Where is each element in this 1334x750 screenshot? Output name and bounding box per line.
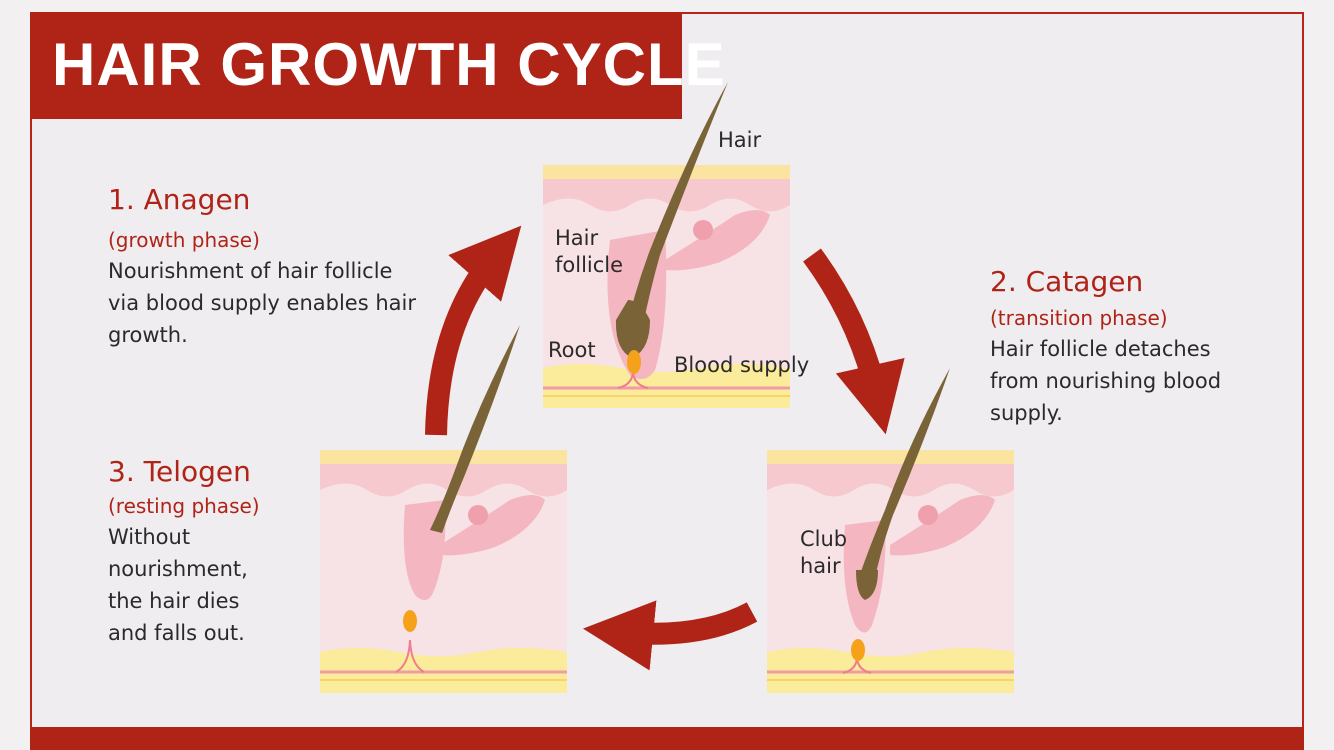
phase-subtitle: (transition phase) [990,306,1168,330]
blood-supply-icon [627,350,641,374]
phase-catagen: 2. Catagen (transition phase) Hair folli… [990,265,1230,429]
page-title: HAIR GROWTH CYCLE [52,31,726,98]
phase-description: Hair follicle detaches from nourishing b… [990,337,1222,425]
telogen-skin-panel [320,325,567,693]
label-hair: Hair [718,128,762,152]
phase-title: 1. Anagen [108,183,251,216]
label-root: Root [548,338,596,362]
phase-title: 3. Telogen [108,455,251,488]
arrow-catagen-to-telogen [582,600,758,671]
phase-title: 2. Catagen [990,265,1144,298]
anagen-skin-panel [543,82,790,408]
phase-subtitle: (growth phase) [108,228,260,252]
catagen-skin-panel [767,368,1014,693]
arrow-telogen-to-anagen [425,225,522,436]
label-blood-supply: Blood supply [674,353,810,377]
phase-telogen: 3. Telogen (resting phase) Without nouri… [108,455,260,649]
phase-anagen: 1. Anagen (growth phase) Nourishment of … [108,183,423,351]
arrow-anagen-to-catagen [803,248,905,435]
title-bar: HAIR GROWTH CYCLE [30,12,725,119]
hair-shaft-icon [626,82,728,330]
bottom-bar [30,727,1304,750]
label-hair-follicle: Hair follicle [555,226,624,277]
phase-description: Nourishment of hair follicle via blood s… [108,259,416,347]
label-club-hair: Club hair [800,527,848,578]
phase-subtitle: (resting phase) [108,494,260,518]
phase-description: Without nourishment, the hair dies and f… [108,525,248,645]
sebaceous-gland-icon [665,210,770,271]
